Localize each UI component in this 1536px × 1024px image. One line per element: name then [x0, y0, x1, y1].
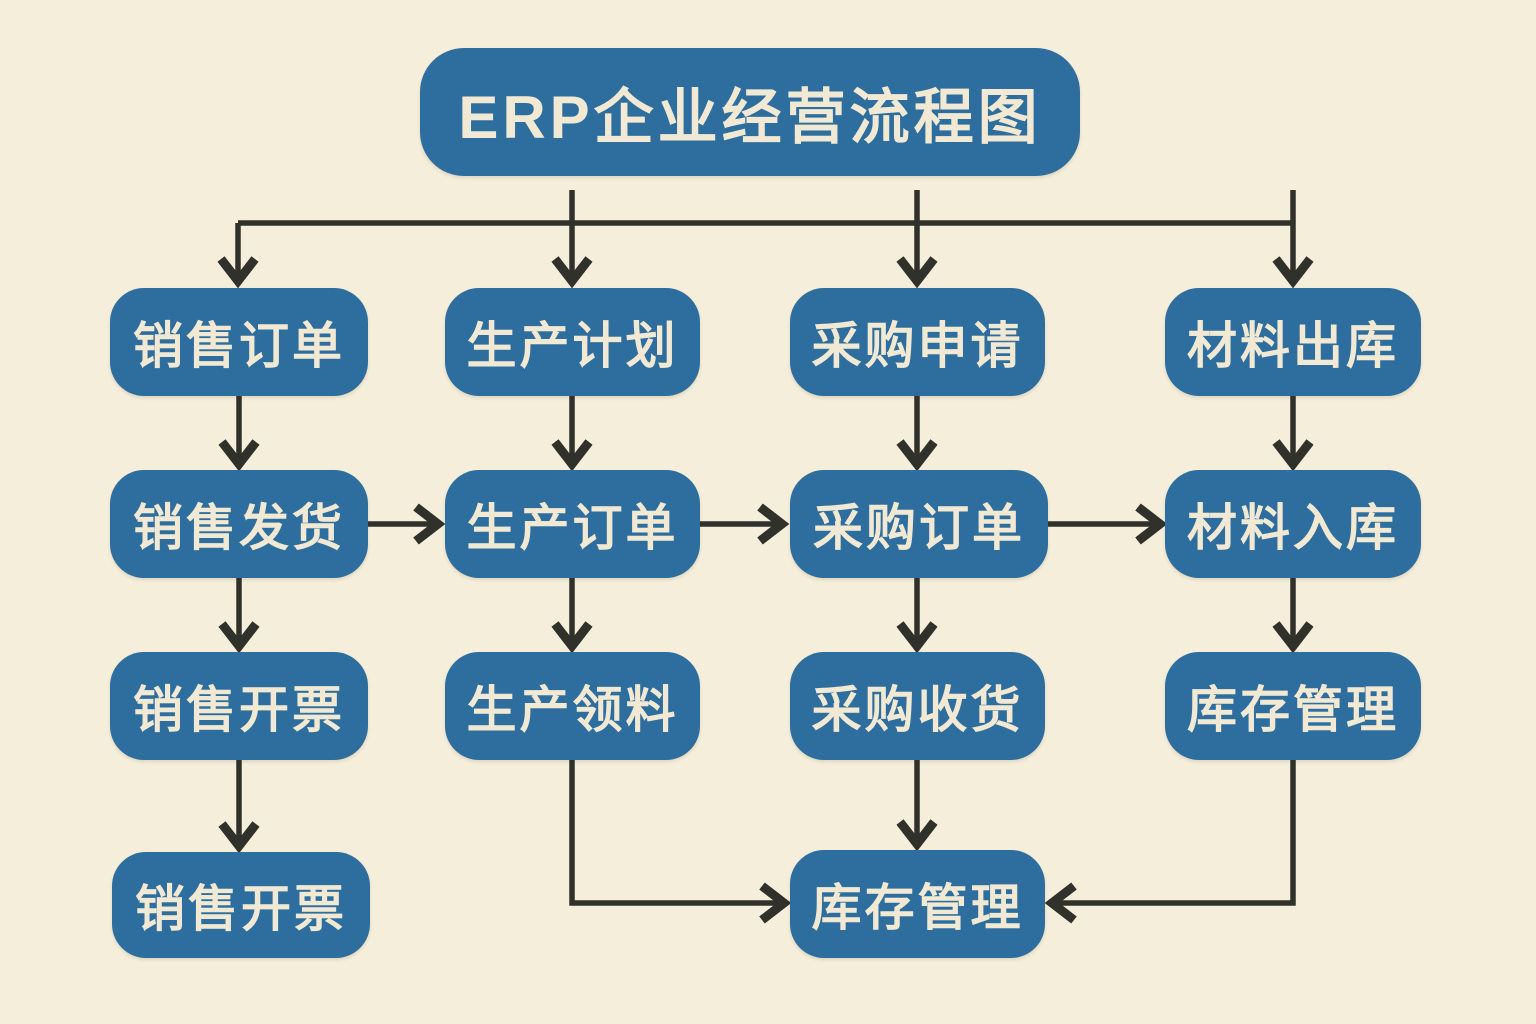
arrowhead-r2c1 [218, 439, 260, 472]
node-production-order: 生产订单 [445, 470, 700, 578]
node-material-inbound: 材料入库 [1165, 470, 1421, 578]
node-production-plan: 生产计划 [445, 288, 700, 396]
edge-picking-sink [569, 760, 778, 906]
arrowhead-r3c4 [1272, 621, 1314, 654]
arrowhead-col1-top [217, 256, 259, 289]
node-sales-invoice: 销售开票 [110, 652, 368, 760]
arrowhead-r2c3 [896, 439, 938, 472]
node-purchase-receiving: 采购收货 [790, 652, 1045, 760]
node-material-issue: 材料出库 [1165, 288, 1421, 396]
arrowhead-sink-top [896, 819, 938, 852]
node-sales-order: 销售订单 [110, 288, 368, 396]
arrowhead-r4c1 [218, 821, 260, 854]
arrowhead-h2 [757, 503, 790, 545]
node-inventory-mgmt-sink: 库存管理 [790, 850, 1045, 958]
arrowhead-r3c3 [896, 621, 938, 654]
node-inventory-mgmt-right: 库存管理 [1165, 652, 1421, 760]
arrowhead-r3c1 [218, 621, 260, 654]
arrowhead-r2c2 [551, 439, 593, 472]
arrowhead-col2-top [551, 256, 593, 289]
edge-inventory-right-sink [1058, 760, 1296, 906]
arrowhead-r3c2 [551, 621, 593, 654]
arrowhead-sink-right [1044, 882, 1077, 924]
node-purchase-request: 采购申请 [790, 288, 1045, 396]
arrowhead-h1 [413, 503, 446, 545]
arrowhead-col3-top [896, 256, 938, 289]
arrowhead-col4-top [1272, 256, 1314, 289]
arrowhead-sink-left [759, 882, 792, 924]
node-purchase-order: 采购订单 [790, 470, 1048, 578]
diagram-title: ERP企业经营流程图 [420, 48, 1080, 176]
arrowhead-r2c4 [1272, 439, 1314, 472]
arrowhead-h3 [1135, 503, 1168, 545]
node-production-picking: 生产领料 [445, 652, 700, 760]
node-sales-delivery: 销售发货 [110, 470, 368, 578]
node-sales-invoice-2: 销售开票 [112, 852, 370, 958]
